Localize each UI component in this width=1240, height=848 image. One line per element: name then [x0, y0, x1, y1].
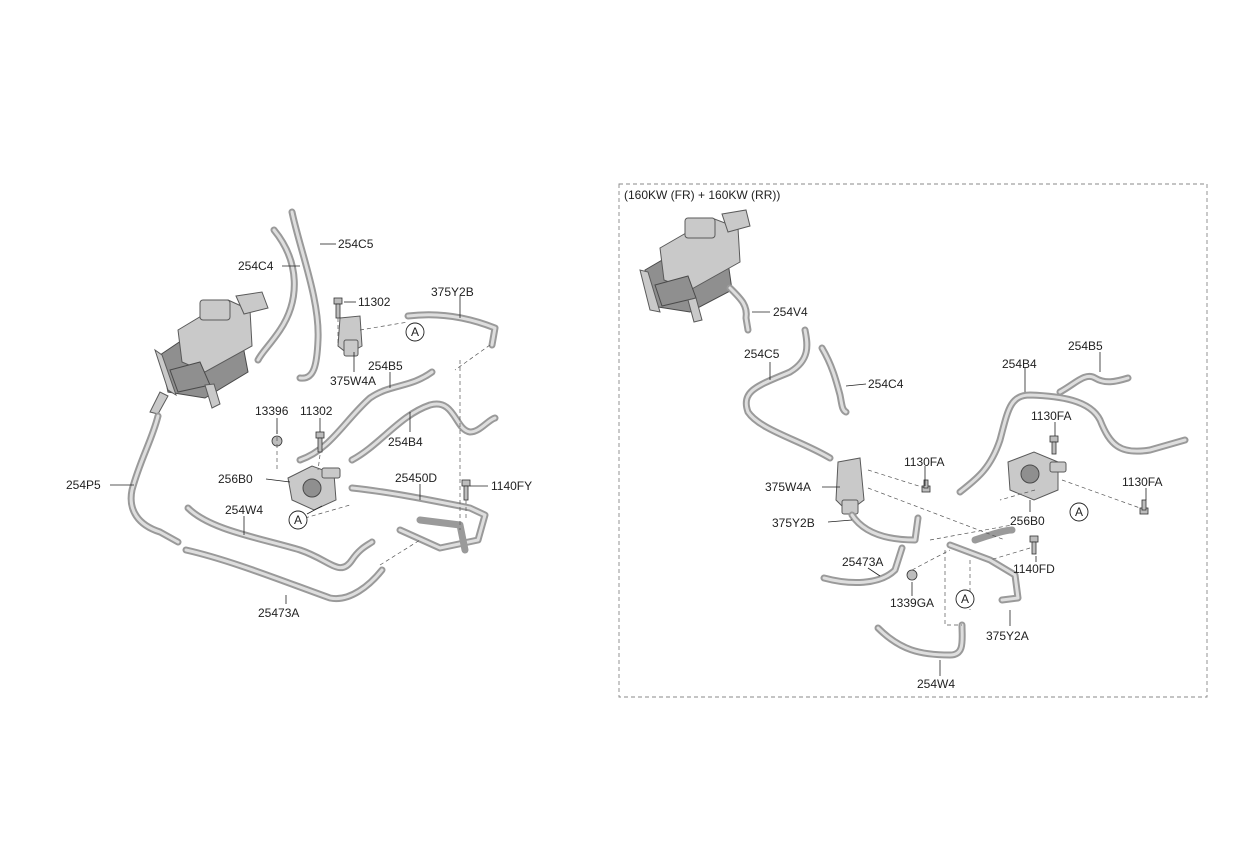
hose-254B4-left [348, 400, 499, 464]
part-label: 254C5 [744, 347, 780, 361]
hose-254P5-left [127, 412, 182, 546]
variant-assembly: (160KW (FR) + 160KW (RR)) [618, 183, 1208, 698]
part-label: 254W4 [917, 677, 955, 691]
part-label: 254C4 [238, 259, 274, 273]
hose-25473A-left [182, 546, 386, 603]
pump-256B0-right [1007, 451, 1067, 501]
pump-256B0-left [287, 465, 341, 511]
part-label: 254V4 [773, 305, 808, 319]
part-label: 254B5 [1068, 339, 1103, 353]
bolt-icon [1139, 499, 1149, 515]
part-label: 256B0 [218, 472, 253, 486]
fitting-375W4A-left [337, 315, 363, 357]
reference-marker: A [955, 589, 975, 609]
reference-marker: A [1069, 502, 1089, 522]
part-label: 254C4 [868, 377, 904, 391]
leaders-left [110, 243, 488, 604]
bolt-icon [333, 297, 343, 319]
part-label: 254B4 [1002, 357, 1037, 371]
part-label: 256B0 [1010, 514, 1045, 528]
hose-254C5-right [742, 326, 834, 462]
left-assembly: 254C5 254C4 11302 375Y2B 375W4A 254B5 13… [66, 208, 532, 620]
reference-marker: A [288, 510, 308, 530]
hose-254W4-right [874, 621, 966, 659]
part-label: 375Y2B [431, 285, 474, 299]
part-label: 254P5 [66, 478, 101, 492]
hose-254C4-left [254, 226, 298, 364]
heater-unit-left [149, 291, 269, 415]
nut-icon [906, 569, 918, 581]
bolt-icon [921, 479, 931, 493]
part-label: 25473A [258, 606, 299, 620]
part-label: 11302 [358, 295, 391, 309]
part-label: 1130FA [904, 455, 944, 469]
variant-title: (160KW (FR) + 160KW (RR)) [624, 188, 780, 202]
part-label: 1130FA [1122, 475, 1162, 489]
part-label: 375W4A [330, 374, 376, 388]
part-label: 375Y2B [772, 516, 815, 530]
hose-25473A-right [820, 544, 906, 586]
part-label: 254B5 [368, 359, 403, 373]
hose-254V4-right [726, 284, 752, 334]
svg-text:A: A [1075, 505, 1083, 519]
part-label: 254B4 [388, 435, 423, 449]
part-label: 25473A [842, 555, 883, 569]
part-label: 375W4A [765, 480, 811, 494]
leaders-right [752, 311, 1147, 676]
part-label: 13396 [255, 404, 289, 418]
part-label: 254C5 [338, 237, 374, 251]
bolt-icon [1049, 435, 1059, 455]
hose-254B4-right [956, 391, 1189, 496]
hose-254C4-right [818, 344, 850, 416]
hose-254C5-left [288, 208, 322, 382]
pipe-375Y2A-right [946, 526, 1022, 604]
part-label: 1140FD [1013, 562, 1055, 576]
bolt-icon [461, 479, 471, 501]
part-label: 11302 [300, 404, 333, 418]
variant-frame [618, 183, 1208, 698]
bolt-icon [1029, 535, 1039, 555]
part-label: 375Y2A [986, 629, 1029, 643]
part-label: 1130FA [1031, 409, 1071, 423]
svg-text:A: A [961, 592, 969, 606]
svg-text:A: A [411, 325, 419, 339]
heater-unit-right [639, 209, 751, 323]
hose-254B5-right [1056, 373, 1132, 396]
part-label: 1339GA [890, 596, 934, 610]
part-label: 1140FY [491, 479, 532, 493]
svg-text:A: A [294, 513, 302, 527]
hose-254B5-left [296, 368, 436, 464]
dashed-guides-right [867, 469, 1141, 626]
hose-375Y2B-right [848, 511, 922, 544]
dashed-guides-left [276, 318, 491, 566]
part-label: 25450D [395, 471, 437, 485]
hose-254W4-left [184, 504, 376, 572]
reference-marker: A [405, 322, 425, 342]
fitting-375W4A-right [835, 457, 865, 515]
part-label: 254W4 [225, 503, 263, 517]
hose-375Y2B-left [404, 311, 499, 349]
